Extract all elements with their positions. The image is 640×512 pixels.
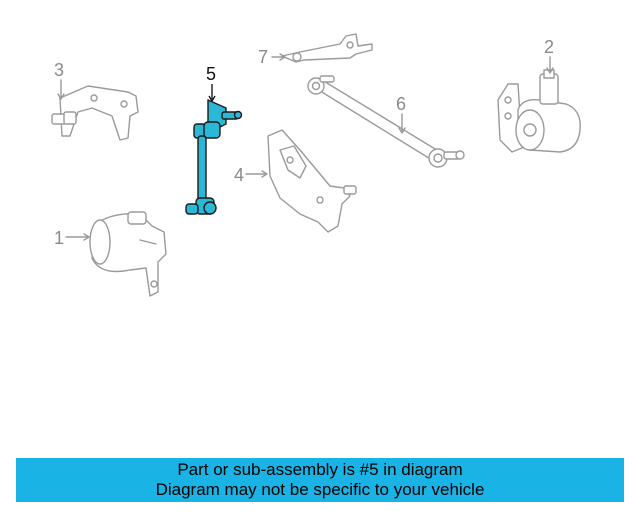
banner-line-part: Part or sub-assembly is #5 in diagram bbox=[177, 460, 463, 479]
callout-1: 1 bbox=[54, 228, 90, 248]
part-1-actuator[interactable] bbox=[89, 211, 167, 297]
callout-7-number: 7 bbox=[258, 47, 268, 67]
part-6-link-rod[interactable] bbox=[307, 75, 465, 168]
info-banner: Part or sub-assembly is #5 in diagram Di… bbox=[16, 458, 624, 502]
part-7-bracket[interactable] bbox=[281, 33, 373, 63]
callout-4-number: 4 bbox=[234, 165, 244, 185]
part-4-mounting-plate[interactable] bbox=[267, 129, 357, 233]
callout-5-number: 5 bbox=[206, 64, 216, 84]
callout-2: 2 bbox=[544, 37, 554, 74]
callout-6-number: 6 bbox=[396, 94, 406, 114]
callout-3-number: 3 bbox=[54, 60, 64, 80]
callout-4: 4 bbox=[234, 165, 268, 185]
parts-diagram: 7 6 3 bbox=[51, 33, 581, 297]
part-5-sensor-link[interactable] bbox=[185, 99, 243, 215]
callout-1-number: 1 bbox=[54, 228, 64, 248]
part-2-height-sensor[interactable] bbox=[497, 69, 581, 153]
part-3-bracket[interactable] bbox=[51, 85, 139, 141]
callout-3: 3 bbox=[54, 60, 65, 100]
callout-7: 7 bbox=[258, 47, 286, 67]
banner-line-disclaimer: Diagram may not be specific to your vehi… bbox=[155, 480, 485, 499]
callout-6: 6 bbox=[396, 94, 406, 134]
callout-2-number: 2 bbox=[544, 37, 554, 57]
callout-5: 5 bbox=[206, 64, 216, 103]
